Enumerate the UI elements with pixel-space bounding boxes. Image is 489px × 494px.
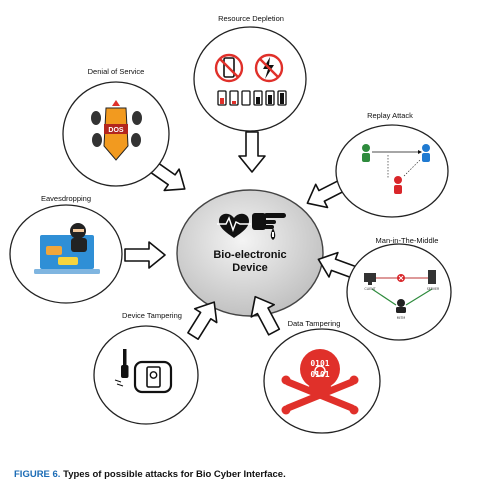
node-resource-depletion: Resource Depletion <box>193 14 307 132</box>
label-replay-attack: Replay Attack <box>367 111 413 120</box>
client-label: CLIENT <box>364 287 375 291</box>
mitm-network-icon: CLIENT SERVER MITM <box>364 270 440 320</box>
node-data-tampering: Data Tampering 0101 0101 <box>263 319 381 434</box>
node-eavesdropping: Eavesdropping <box>9 194 123 304</box>
label-resource-depletion: Resource Depletion <box>218 14 284 23</box>
binary-top: 0101 <box>310 359 329 368</box>
replay-flow-icon <box>362 144 430 194</box>
binary-bottom: 0101 <box>310 370 329 379</box>
node-replay-attack: Replay Attack <box>335 111 449 218</box>
bomb-icon: DOS <box>91 100 142 161</box>
figure-number: FIGURE 6. <box>14 469 61 480</box>
label-data-tampering: Data Tampering <box>288 319 341 328</box>
no-power-icon <box>254 53 284 83</box>
label-eavesdropping: Eavesdropping <box>41 194 91 203</box>
attack-diagram: Bio-electronic Device Resource Depletion <box>9 14 452 434</box>
center-label-line1: Bio-electronic <box>213 249 286 261</box>
hacker-laptop-icon <box>34 223 100 274</box>
arrow-resource-depletion <box>238 131 266 173</box>
arrow-eavesdropping <box>124 241 166 269</box>
skull-crossbones-icon: 0101 0101 <box>281 349 359 415</box>
bio-electronic-device: Bio-electronic Device <box>176 189 324 317</box>
label-denial-of-service: Denial of Service <box>88 67 145 76</box>
node-denial-of-service: Denial of Service DOS <box>62 67 170 187</box>
server-label: SERVER <box>427 287 440 291</box>
screwdriver-device-icon <box>114 349 173 394</box>
pointing-hand-icon <box>252 213 286 240</box>
figure-caption: FIGURE 6. Types of possible attacks for … <box>14 469 286 480</box>
battery-levels-icon <box>217 90 287 106</box>
mitm-label: MITM <box>397 316 406 320</box>
node-device-tampering: Device Tampering <box>93 311 199 425</box>
node-man-in-the-middle: Man-in-The-Middle CLIENT SERVER MITM <box>346 236 452 341</box>
dos-label: DOS <box>108 127 124 134</box>
heart-monitor-icon <box>217 213 251 238</box>
no-battery-icon <box>214 53 244 83</box>
label-device-tampering: Device Tampering <box>122 311 182 320</box>
center-label-line2: Device <box>232 262 267 274</box>
label-man-in-the-middle: Man-in-The-Middle <box>376 236 439 245</box>
caption-text: Types of possible attacks for Bio Cyber … <box>63 469 286 480</box>
